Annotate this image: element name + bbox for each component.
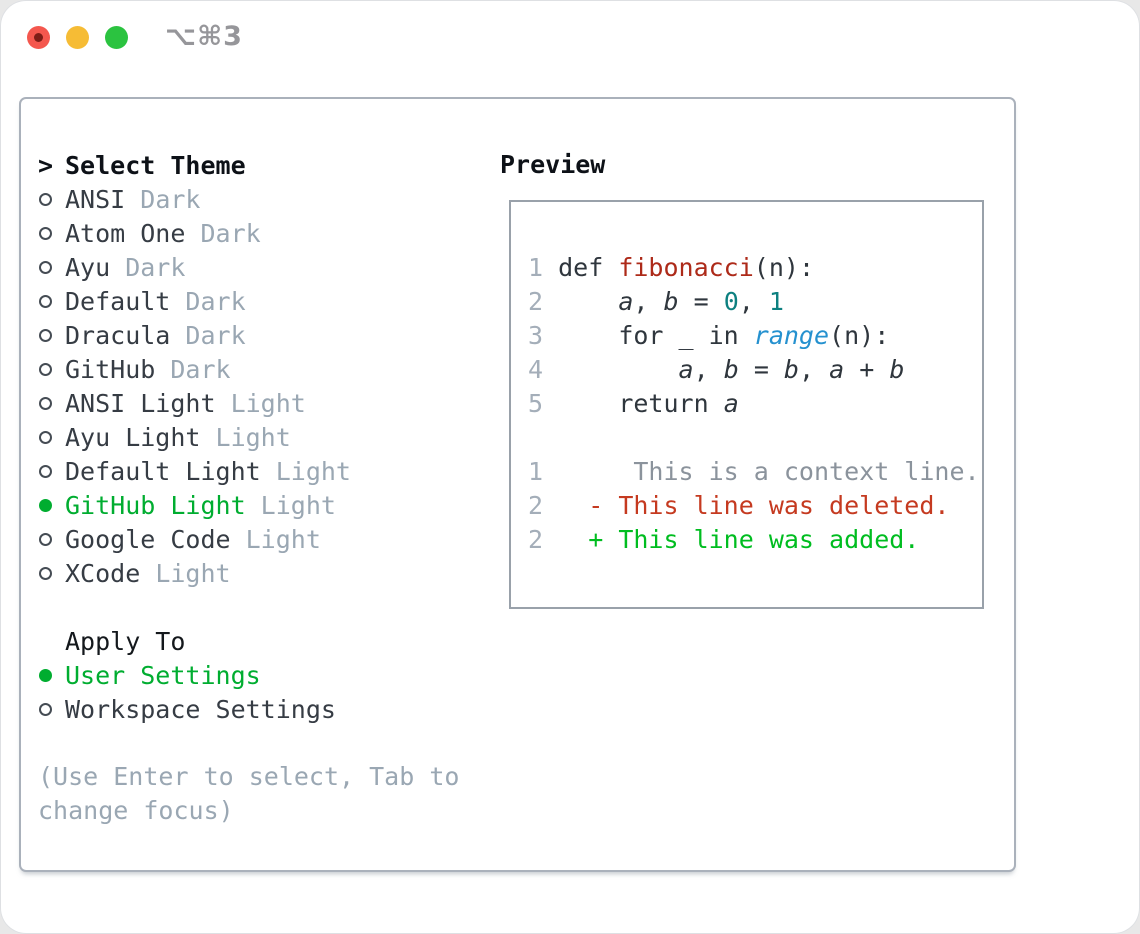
theme-option[interactable]: XCode Light xyxy=(38,556,500,590)
theme-name: GitHub xyxy=(65,354,156,384)
apply-to-title: Apply To xyxy=(65,626,186,656)
radio-unselected-icon xyxy=(39,294,52,308)
theme-option[interactable]: Dracula Dark xyxy=(38,318,500,352)
focus-prompt-icon: > xyxy=(38,150,54,180)
theme-name: Default xyxy=(65,286,171,316)
minimize-button[interactable] xyxy=(66,26,89,49)
radio-unselected-icon xyxy=(39,566,52,580)
theme-variant-badge: Dark xyxy=(125,184,201,214)
theme-option[interactable]: ANSI Light Light xyxy=(38,386,500,420)
preview-pane: 1 def fibonacci(n): 2 a, b = 0, 1 3 for _ … xyxy=(509,200,984,609)
code-line: 1 def fibonacci(n): xyxy=(528,253,815,282)
radio-unselected-icon xyxy=(39,328,52,342)
radio-selected-icon xyxy=(39,668,52,682)
select-theme-header: > Select Theme xyxy=(38,148,500,182)
spacer xyxy=(38,726,500,760)
diff-context-line: 1 This is a context line. xyxy=(528,457,980,486)
theme-option[interactable]: GitHub Light Light xyxy=(38,488,500,522)
spacer xyxy=(38,590,500,624)
theme-variant-badge: Dark xyxy=(110,252,186,282)
theme-variant-badge: Dark xyxy=(155,354,231,384)
code-line: 3 for _ in range(n): xyxy=(528,321,890,350)
theme-option[interactable]: ANSI Dark xyxy=(38,182,500,216)
radio-unselected-icon xyxy=(39,260,52,274)
help-text-line-1: (Use Enter to select, Tab to xyxy=(38,762,460,791)
apply-to-option[interactable]: User Settings xyxy=(38,658,500,692)
theme-option[interactable]: Default Dark xyxy=(38,284,500,318)
theme-option[interactable]: Google Code Light xyxy=(38,522,500,556)
theme-variant-badge: Light xyxy=(200,422,291,452)
theme-variant-badge: Light xyxy=(230,524,321,554)
theme-name: Dracula xyxy=(65,320,171,350)
theme-variant-badge: Light xyxy=(245,490,336,520)
theme-variant-badge: Dark xyxy=(185,218,261,248)
apply-to-option-label: User Settings xyxy=(65,660,261,690)
theme-name: Atom One xyxy=(65,218,186,248)
code-line: 2 a, b = 0, 1 xyxy=(528,287,784,316)
theme-variant-badge: Dark xyxy=(170,320,246,350)
close-dot-icon xyxy=(34,33,43,42)
blank-line xyxy=(528,421,982,455)
radio-unselected-icon xyxy=(39,192,52,206)
theme-option[interactable]: Ayu Dark xyxy=(38,250,500,284)
theme-option[interactable]: Default Light Light xyxy=(38,454,500,488)
preview-title: Preview xyxy=(500,150,606,179)
radio-unselected-icon xyxy=(39,362,52,376)
diff-added-line: 2 + This line was added. xyxy=(528,525,920,554)
theme-variant-badge: Light xyxy=(140,558,231,588)
code-line: 4 a, b = b, a + b xyxy=(528,355,905,384)
theme-option[interactable]: Ayu Light Light xyxy=(38,420,500,454)
theme-name: GitHub Light xyxy=(65,490,246,520)
theme-name: ANSI Light xyxy=(65,388,216,418)
code-line: 5 return a xyxy=(528,389,739,418)
radio-unselected-icon xyxy=(39,702,52,716)
radio-unselected-icon xyxy=(39,396,52,410)
window-title: ⌥⌘3 xyxy=(165,21,243,52)
theme-name: ANSI xyxy=(65,184,126,214)
radio-unselected-icon xyxy=(39,430,52,444)
theme-name: Google Code xyxy=(65,524,231,554)
theme-name: XCode xyxy=(65,558,141,588)
theme-name: Default Light xyxy=(65,456,261,486)
theme-option[interactable]: GitHub Dark xyxy=(38,352,500,386)
radio-unselected-icon xyxy=(39,464,52,478)
radio-selected-icon xyxy=(39,498,52,512)
close-button[interactable] xyxy=(27,26,50,49)
zoom-button[interactable] xyxy=(105,26,128,49)
select-theme-title: Select Theme xyxy=(65,150,246,180)
radio-unselected-icon xyxy=(39,532,52,546)
radio-unselected-icon xyxy=(39,226,52,240)
theme-variant-badge: Dark xyxy=(170,286,246,316)
theme-option[interactable]: Atom One Dark xyxy=(38,216,500,250)
theme-variant-badge: Light xyxy=(260,456,351,486)
theme-name: Ayu Light xyxy=(65,422,201,452)
theme-name: Ayu xyxy=(65,252,111,282)
apply-to-option-label: Workspace Settings xyxy=(65,694,336,724)
help-text-line-2: change focus) xyxy=(38,796,234,825)
theme-variant-badge: Light xyxy=(215,388,306,418)
apply-to-header: Apply To xyxy=(38,624,500,658)
apply-to-option[interactable]: Workspace Settings xyxy=(38,692,500,726)
diff-deleted-line: 2 - This line was deleted. xyxy=(528,491,950,520)
